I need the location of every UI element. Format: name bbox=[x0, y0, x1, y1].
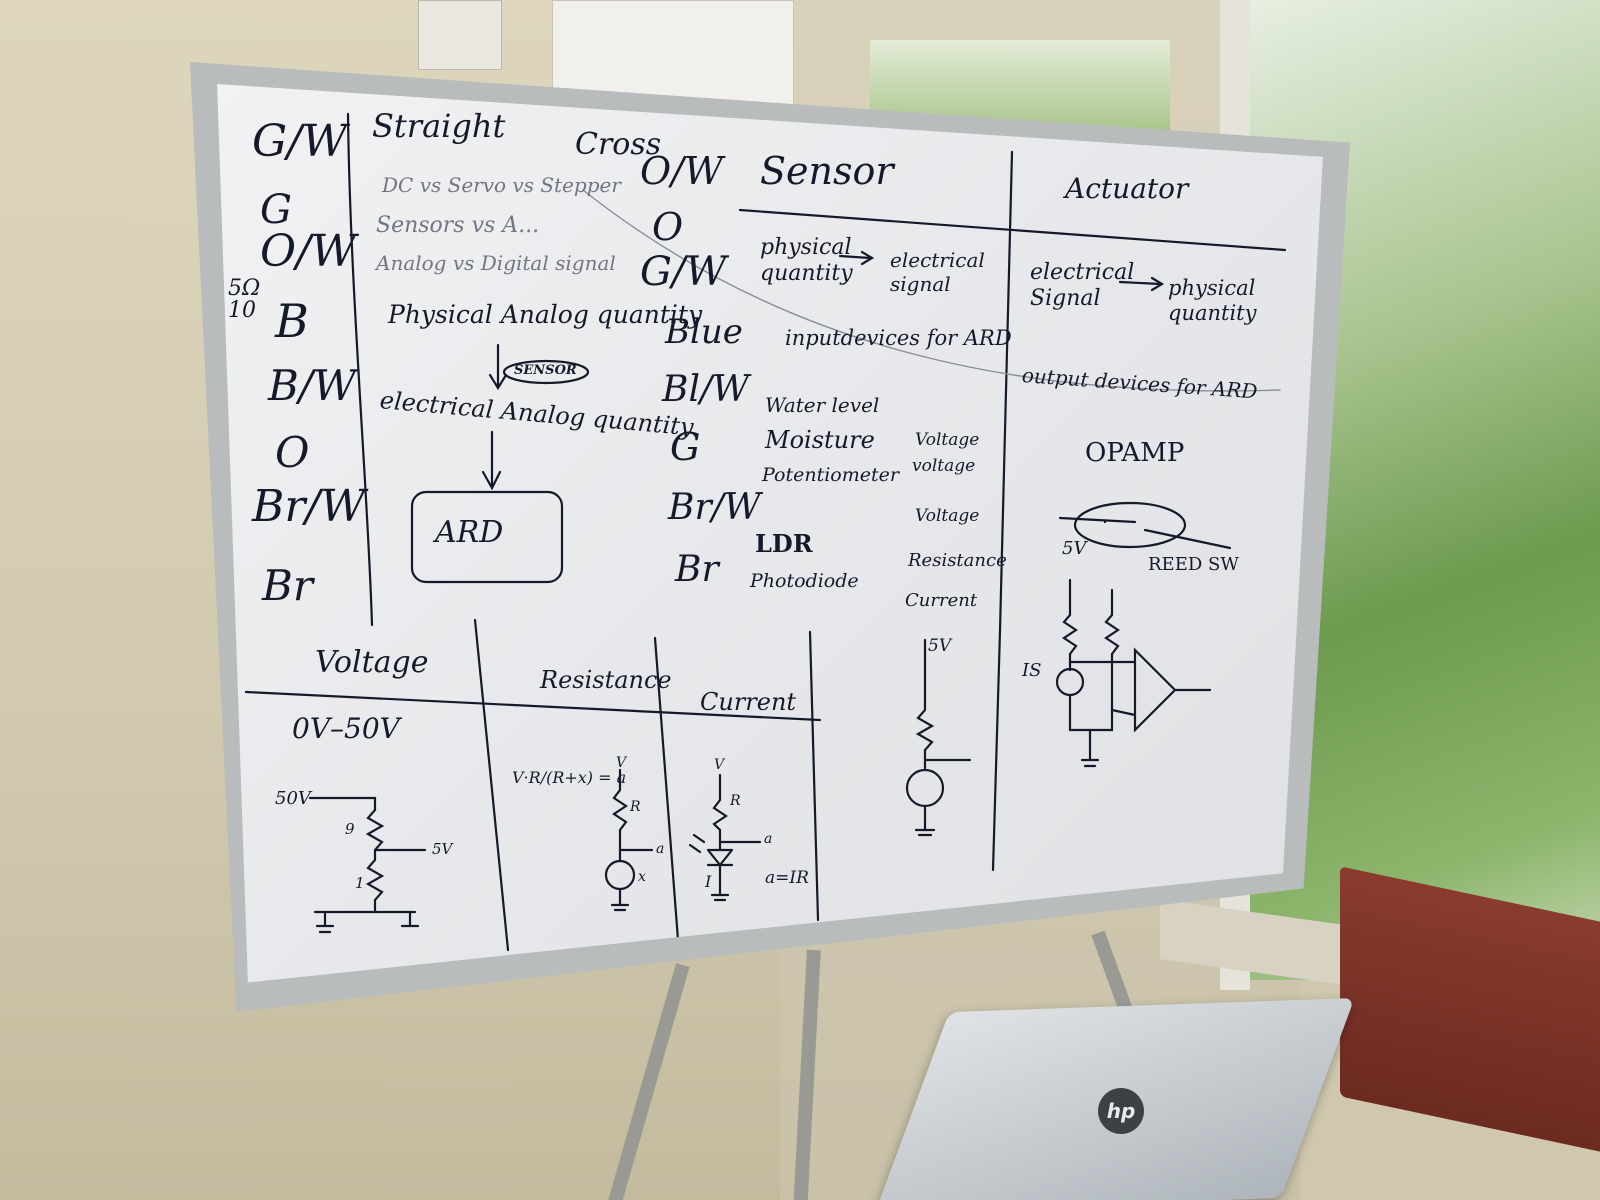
flow-arrow-2 bbox=[481, 430, 502, 491]
faint-diagonal-line bbox=[582, 189, 1281, 392]
reed-switch-oval bbox=[1073, 501, 1187, 549]
sensor-circuit-symbol bbox=[905, 768, 945, 808]
straight-note-1: DC vs Servo vs Stepper bbox=[382, 173, 621, 197]
straight-heading: Straight bbox=[372, 107, 506, 145]
left-code-1: G/W bbox=[252, 116, 348, 167]
current-i-label: I bbox=[705, 872, 712, 891]
left-code-3: O/W bbox=[260, 226, 357, 277]
current-formula: a=IR bbox=[765, 868, 809, 888]
reed-switch-label: REED SW bbox=[1148, 554, 1239, 575]
voltage-range: 0V–50V bbox=[292, 712, 400, 745]
left-code-2: G bbox=[260, 187, 292, 233]
voltage-heading: Voltage bbox=[315, 645, 429, 680]
cross-heading: Cross bbox=[575, 127, 662, 162]
sensor-def-left: physical quantity bbox=[760, 235, 853, 287]
voltage-input-label: 50V bbox=[275, 788, 311, 809]
opamp-is-label: IS bbox=[1022, 660, 1042, 681]
resistance-divider-line bbox=[653, 636, 680, 942]
sensor-heading: Sensor bbox=[760, 149, 894, 193]
left-side-note: 5Ω 10 bbox=[228, 276, 261, 323]
opamp-pullups bbox=[1062, 578, 1120, 712]
opamp-sensor-symbol bbox=[1055, 667, 1085, 697]
left-code-8: Br bbox=[262, 561, 313, 610]
ard-box bbox=[410, 490, 564, 584]
sensor-row-type-4: Voltage bbox=[915, 506, 980, 526]
resistance-a-label: a bbox=[656, 841, 665, 857]
left-code-4: B bbox=[275, 294, 309, 348]
actuator-def-arrow bbox=[1118, 276, 1165, 292]
cross-code-8: Br bbox=[675, 549, 719, 590]
sensor-supply-label: 5V bbox=[928, 636, 952, 656]
current-circuit bbox=[688, 773, 762, 902]
flow-arrow-1 bbox=[488, 343, 508, 391]
sensor-row-type-5: Resistance bbox=[908, 550, 1007, 571]
cross-code-7: Br/W bbox=[668, 487, 761, 528]
current-divider-line bbox=[808, 630, 820, 922]
sensor-supply-circuit bbox=[915, 638, 972, 772]
current-heading: Current bbox=[700, 688, 797, 716]
sensor-row-name-3: Potentiometer bbox=[762, 464, 899, 486]
sensor-def-right: electrical signal bbox=[890, 248, 985, 296]
hp-logo-icon: hp bbox=[1098, 1088, 1144, 1134]
voltage-r2-label: 1 bbox=[355, 874, 365, 892]
cross-code-4: Blue bbox=[665, 312, 743, 352]
sensor-circuit-ground bbox=[914, 804, 936, 837]
resistance-ground bbox=[610, 887, 630, 912]
voltage-r1-label: 9 bbox=[345, 820, 355, 838]
voltage-divider-line bbox=[473, 618, 510, 952]
straight-note-3: Analog vs Digital signal bbox=[376, 251, 616, 275]
cross-code-6: G bbox=[670, 425, 701, 469]
sensor-row-name-2: Moisture bbox=[765, 426, 875, 454]
left-code-6: O bbox=[275, 428, 310, 477]
whiteboard: G/W G O/W 5Ω 10 B B/W O Br/W Br Straight… bbox=[217, 84, 1323, 983]
voltage-divider-circuit bbox=[308, 796, 427, 934]
sensor-actuator-divider bbox=[991, 150, 1014, 872]
opamp-label: OPAMP bbox=[1085, 438, 1185, 468]
current-a-label: a bbox=[764, 831, 773, 847]
ard-box-label: ARD bbox=[435, 515, 504, 550]
left-code-7: Br/W bbox=[252, 481, 366, 532]
sensor-input-note: inputdevices for ARD bbox=[785, 326, 1012, 350]
resistance-heading: Resistance bbox=[540, 666, 672, 694]
straight-note-2: Sensors vs A... bbox=[376, 213, 540, 238]
reed-supply-label: 5V bbox=[1062, 538, 1087, 559]
left-code-5: B/W bbox=[268, 361, 357, 410]
sensor-def-arrow bbox=[838, 250, 875, 266]
sensor-row-name-6: Photodiode bbox=[750, 570, 859, 592]
voltage-stabilizer bbox=[552, 0, 794, 107]
cross-code-2: O bbox=[652, 205, 684, 249]
current-v-label: V bbox=[714, 757, 725, 773]
board-drawing-lines bbox=[244, 112, 1287, 952]
sensor-row-type-3: voltage bbox=[912, 456, 976, 476]
sensor-row-type-6: Current bbox=[905, 590, 978, 611]
actuator-def-right: physical quantity bbox=[1168, 276, 1257, 326]
resistance-v-label: V bbox=[616, 755, 627, 771]
flow-physical-quantity: Physical Analog quantity bbox=[388, 300, 703, 329]
current-r-label: R bbox=[730, 793, 741, 809]
wall-socket bbox=[418, 0, 502, 70]
bottom-header-line bbox=[244, 690, 822, 722]
sensor-underline bbox=[738, 208, 1287, 252]
sensor-row-name-1: Water level bbox=[765, 393, 880, 417]
cross-code-5: Bl/W bbox=[662, 369, 750, 410]
resistance-circuit-top bbox=[612, 768, 654, 862]
cross-code-1: O/W bbox=[640, 149, 724, 193]
sensor-row-name-5: LDR bbox=[755, 529, 813, 558]
reed-switch-contacts bbox=[1058, 516, 1232, 550]
left-divider-line bbox=[346, 112, 374, 627]
resistance-x-label: x bbox=[638, 869, 646, 885]
flow-sensor-tag: SENSOR bbox=[514, 363, 577, 378]
opamp-triangle bbox=[1068, 647, 1212, 733]
resistance-formula: V·R/(R+x) = a bbox=[512, 768, 627, 787]
resistance-r-label: R bbox=[630, 799, 641, 815]
sensor-tag-oval bbox=[502, 359, 590, 385]
sensor-row-type-2: Voltage bbox=[915, 430, 980, 450]
actuator-heading: Actuator bbox=[1065, 172, 1189, 205]
voltage-output-label: 5V bbox=[432, 840, 453, 858]
ldr-symbol bbox=[604, 859, 636, 891]
cross-code-3: G/W bbox=[640, 249, 727, 295]
opamp-ground bbox=[1068, 693, 1114, 768]
actuator-def-left: electrical Signal bbox=[1030, 260, 1135, 312]
